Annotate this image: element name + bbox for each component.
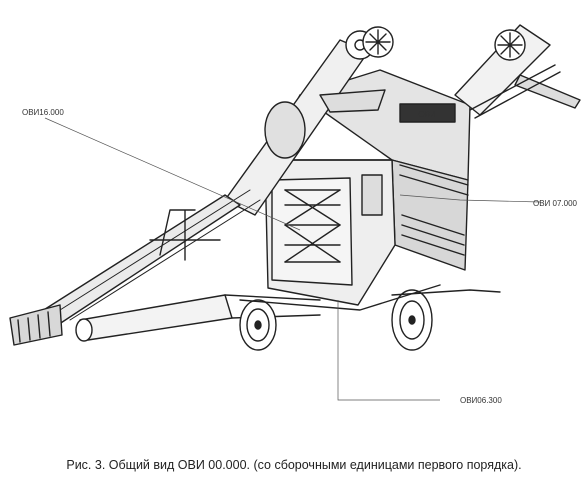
loading-conveyor — [9, 189, 261, 346]
machine-drawing: ОВИ — [9, 24, 581, 405]
leader-top-left — [44, 117, 301, 231]
chassis-frame — [239, 284, 441, 311]
side-plate — [399, 103, 456, 123]
wheel-left — [239, 299, 277, 351]
label-ovi16: ОВИ16.000 — [22, 108, 64, 117]
label-ovi06: ОВИ06.300 — [460, 396, 502, 405]
label-ovi07: ОВИ 07.000 — [533, 199, 578, 208]
wheel-right — [391, 289, 501, 351]
leader-right — [399, 194, 541, 203]
leader-bottom — [337, 300, 440, 401]
figure-caption: Рис. 3. Общий вид ОВИ 00.000. (со сбороч… — [66, 458, 522, 472]
unloading-elevator — [454, 24, 581, 119]
inclined-elevator — [224, 26, 394, 216]
sieve-frame — [271, 174, 383, 286]
auger-tube — [75, 294, 321, 342]
side-plate-label: ОВИ — [418, 110, 436, 119]
